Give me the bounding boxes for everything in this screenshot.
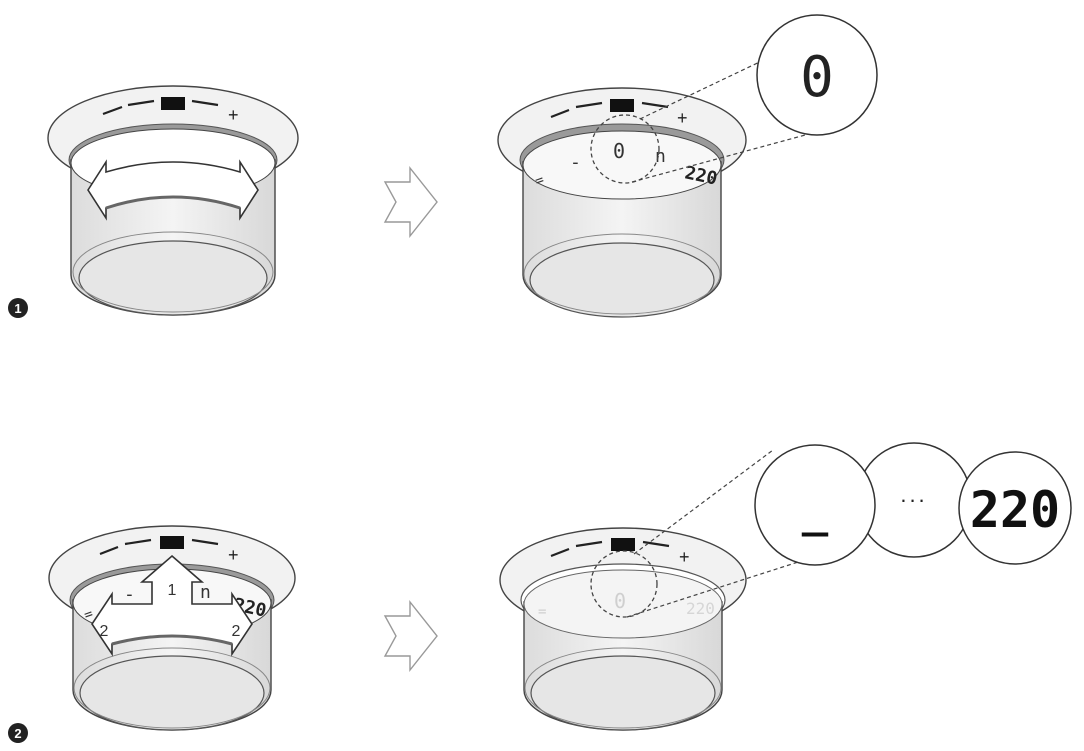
- indicator-mark: [611, 538, 635, 551]
- scale-dash: [191, 99, 219, 107]
- device-cap-rim: [524, 647, 722, 729]
- step-badge-2: 2: [8, 723, 28, 743]
- zoom-readout-max: 220: [970, 481, 1060, 539]
- scale-dash: [550, 108, 570, 119]
- ring-label: -: [570, 152, 581, 173]
- scale-dash: [99, 545, 119, 556]
- direction-label-right: 2: [232, 623, 241, 640]
- step2-zoom-bubbles: ... 220 _: [754, 442, 1072, 566]
- scale-plus: +: [677, 108, 688, 128]
- scale-dash: [550, 547, 570, 558]
- device-cap: [79, 655, 265, 731]
- zoom-leader: [633, 449, 774, 555]
- device-cap: [530, 655, 716, 731]
- step1-device-rotate: +: [47, 85, 299, 316]
- zoom-leader: [626, 554, 821, 618]
- zoom-leader: [639, 57, 769, 120]
- scale-dash: [642, 540, 670, 548]
- zoom-leader: [631, 130, 821, 183]
- device-cap: [529, 242, 715, 318]
- step1-zoom-bubble: 0: [756, 14, 878, 136]
- ring-label-faded: 0: [614, 589, 626, 613]
- rotate-arrow-shadow: [105, 195, 241, 210]
- ring-label-faded: =: [538, 604, 546, 620]
- zoom-circle-left: [754, 444, 876, 566]
- zoom-circle-right: [958, 451, 1072, 565]
- step-badge-1: 1: [8, 298, 28, 318]
- scale-dash: [575, 540, 603, 548]
- step2-next-arrow: [383, 599, 438, 673]
- direction-arrow-shadow: [111, 634, 233, 646]
- scale-plus: +: [679, 547, 690, 567]
- direction-label-left: 2: [100, 623, 109, 640]
- ring-label: n: [200, 582, 211, 603]
- step1-device-display: + = - 0 n 220: [497, 57, 821, 318]
- step-badge-number: 2: [14, 726, 21, 741]
- device-top-edge: [523, 569, 723, 639]
- scale-dash: [102, 105, 123, 116]
- focus-circle: [590, 114, 660, 184]
- step2-device-display: + = 0 220: [499, 449, 821, 731]
- device-top-edge: [522, 130, 722, 200]
- scale-plus: +: [228, 105, 239, 125]
- step2-device-rotate: + = - n 220 1 2 2: [48, 525, 296, 731]
- scale-dash: [575, 101, 603, 109]
- device-cap-rim: [72, 231, 274, 313]
- device-cap: [78, 240, 268, 316]
- ring-label: -: [124, 584, 135, 605]
- step-badge-number: 1: [14, 301, 21, 316]
- scale-plus: +: [228, 545, 239, 565]
- ring-label: n: [655, 146, 666, 167]
- zoom-readout-min: _: [802, 486, 829, 537]
- scale-dash: [191, 538, 219, 546]
- indicator-mark: [160, 536, 184, 549]
- focus-circle: [590, 550, 658, 618]
- zoom-readout: 0: [800, 45, 834, 110]
- zoom-circle: [756, 14, 878, 136]
- device-cap-rim: [73, 647, 271, 729]
- step1-next-arrow: [383, 165, 438, 239]
- scale-dash: [127, 99, 155, 107]
- indicator-mark: [610, 99, 634, 112]
- zoom-readout-ellipsis: ...: [900, 482, 927, 507]
- scale-dash: [124, 538, 152, 546]
- scale-dash: [641, 101, 669, 109]
- ring-label: 0: [613, 139, 625, 163]
- indicator-mark: [161, 97, 185, 110]
- ring-label-faded: 220: [686, 599, 715, 618]
- direction-label-up: 1: [168, 582, 177, 599]
- device-cap-rim: [523, 233, 721, 315]
